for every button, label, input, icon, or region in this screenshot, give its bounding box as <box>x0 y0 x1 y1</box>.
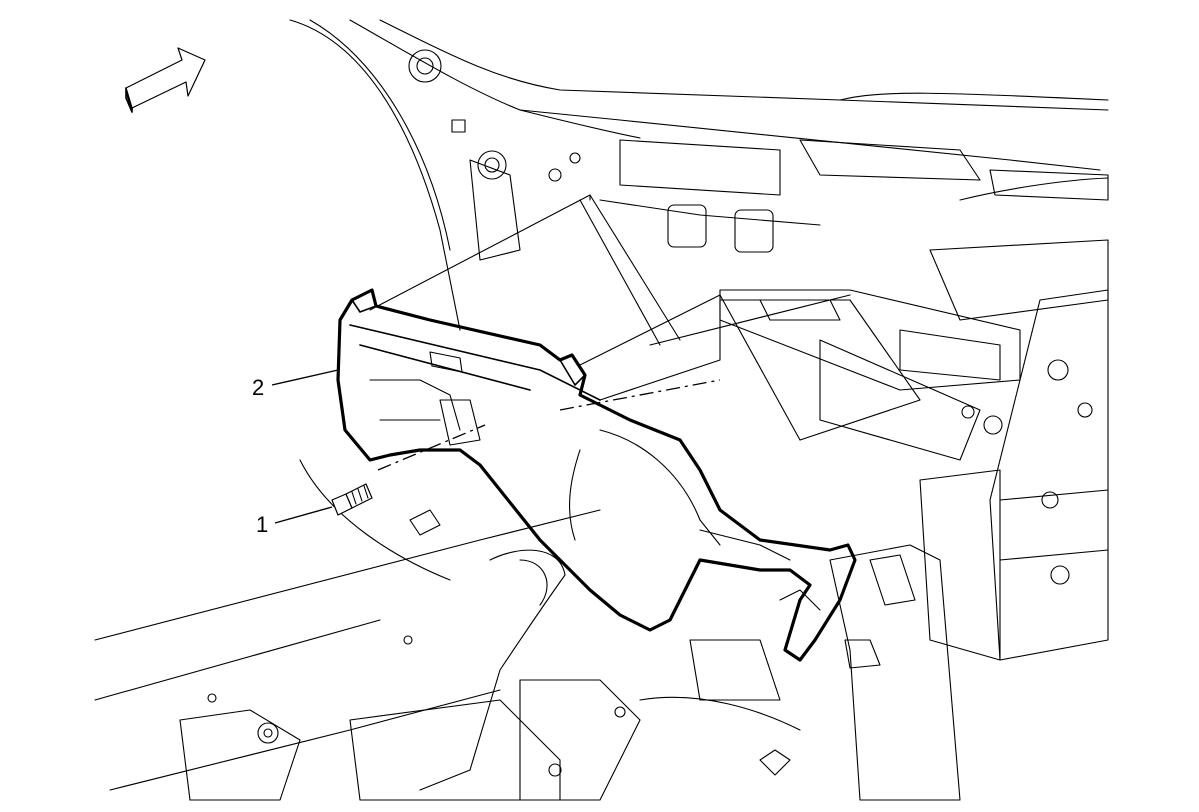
callout-leader-2 <box>271 369 339 386</box>
callout-label-1: 1 <box>256 512 268 537</box>
forward-arrow-icon <box>125 47 206 113</box>
instrument-panel-duct <box>336 288 857 662</box>
callout-label-2: 2 <box>252 375 264 400</box>
body-panel <box>289 19 1109 331</box>
fastener-bolt <box>331 483 373 516</box>
callout-leader-1 <box>274 506 333 524</box>
floor-console <box>94 459 961 801</box>
exploded-view-lines <box>369 194 921 471</box>
